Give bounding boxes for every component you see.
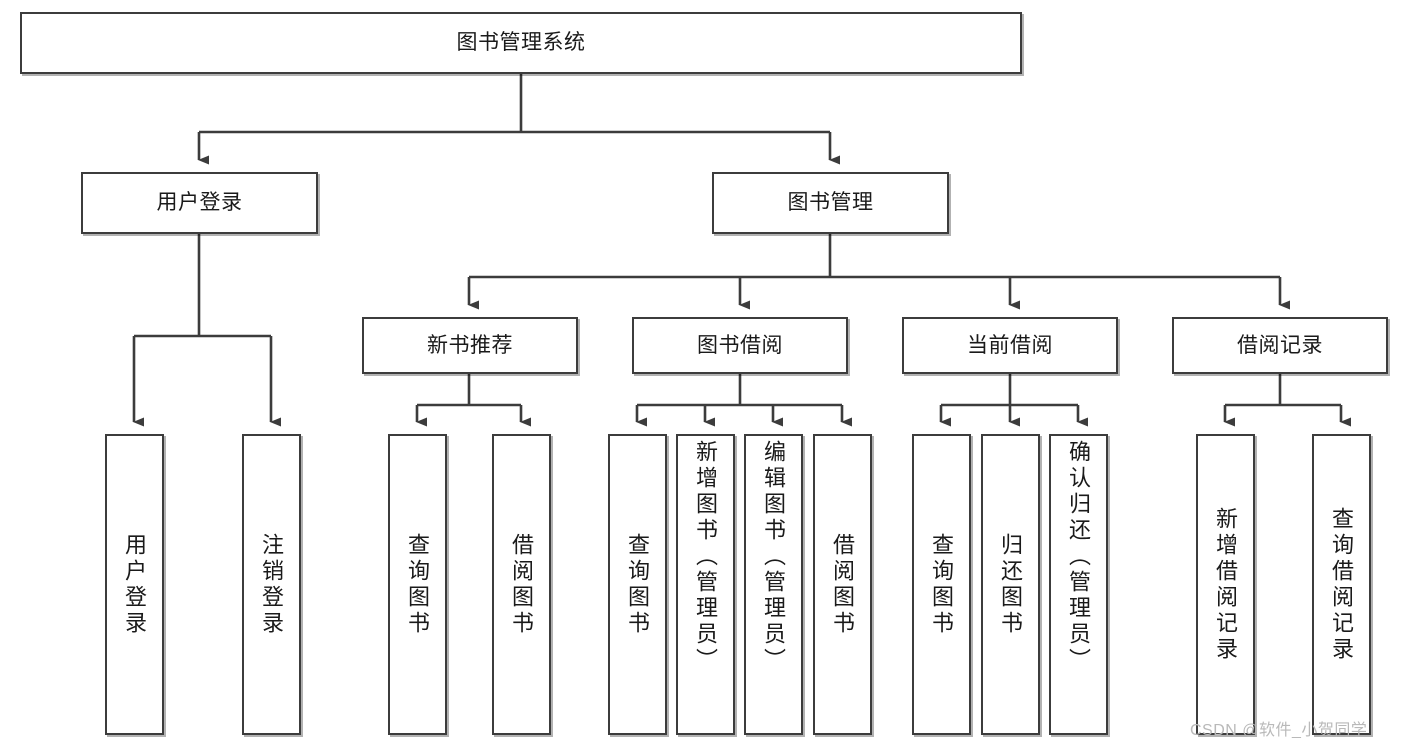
leaf-borrow-book-1[interactable]: 借阅图书 <box>492 434 551 735</box>
leaf-query-book-3[interactable]: 查询图书 <box>912 434 971 735</box>
node-current-borrow[interactable]: 当前借阅 <box>902 317 1118 374</box>
node-new-book-recommend[interactable]: 新书推荐 <box>362 317 578 374</box>
leaf-confirm-return-label: 确认归还（管理员） <box>1066 440 1092 674</box>
leaf-borrow-book-2[interactable]: 借阅图书 <box>813 434 872 735</box>
leaf-edit-book-label: 编辑图书（管理员） <box>761 440 787 674</box>
leaf-user-login-label: 用户登录 <box>122 532 148 637</box>
node-book-borrow-label: 图书借阅 <box>697 333 783 357</box>
watermark: CSDN @软件_小贺同学 <box>1190 722 1368 739</box>
leaf-logout-label: 注销登录 <box>259 532 285 637</box>
leaf-user-login[interactable]: 用户登录 <box>105 434 164 735</box>
leaf-query-record-label: 查询借阅记录 <box>1329 506 1355 663</box>
node-current-borrow-label: 当前借阅 <box>967 333 1053 357</box>
node-user-login-label: 用户登录 <box>156 191 243 215</box>
node-new-book-recommend-label: 新书推荐 <box>427 333 513 357</box>
node-book-manage[interactable]: 图书管理 <box>712 172 949 234</box>
node-book-borrow[interactable]: 图书借阅 <box>632 317 848 374</box>
leaf-borrow-book-2-label: 借阅图书 <box>830 532 856 637</box>
leaf-return-book[interactable]: 归还图书 <box>981 434 1040 735</box>
node-book-manage-label: 图书管理 <box>787 191 874 215</box>
leaf-add-book-label: 新增图书（管理员） <box>693 440 719 674</box>
leaf-return-book-label: 归还图书 <box>998 532 1024 637</box>
leaf-borrow-book-1-label: 借阅图书 <box>509 532 535 637</box>
node-borrow-record[interactable]: 借阅记录 <box>1172 317 1388 374</box>
node-root-label: 图书管理系统 <box>456 31 586 55</box>
leaf-query-book-2-label: 查询图书 <box>625 532 651 637</box>
leaf-query-book-3-label: 查询图书 <box>929 532 955 637</box>
leaf-add-record-label: 新增借阅记录 <box>1213 506 1239 663</box>
node-borrow-record-label: 借阅记录 <box>1237 333 1323 357</box>
leaf-add-book[interactable]: 新增图书（管理员） <box>676 434 735 735</box>
leaf-edit-book[interactable]: 编辑图书（管理员） <box>744 434 803 735</box>
node-user-login[interactable]: 用户登录 <box>81 172 318 234</box>
leaf-confirm-return[interactable]: 确认归还（管理员） <box>1049 434 1108 735</box>
leaf-query-book-1[interactable]: 查询图书 <box>388 434 447 735</box>
leaf-query-record[interactable]: 查询借阅记录 <box>1312 434 1371 735</box>
node-root[interactable]: 图书管理系统 <box>20 12 1022 74</box>
leaf-query-book-2[interactable]: 查询图书 <box>608 434 667 735</box>
leaf-logout[interactable]: 注销登录 <box>242 434 301 735</box>
leaf-query-book-1-label: 查询图书 <box>405 532 431 637</box>
leaf-add-record[interactable]: 新增借阅记录 <box>1196 434 1255 735</box>
